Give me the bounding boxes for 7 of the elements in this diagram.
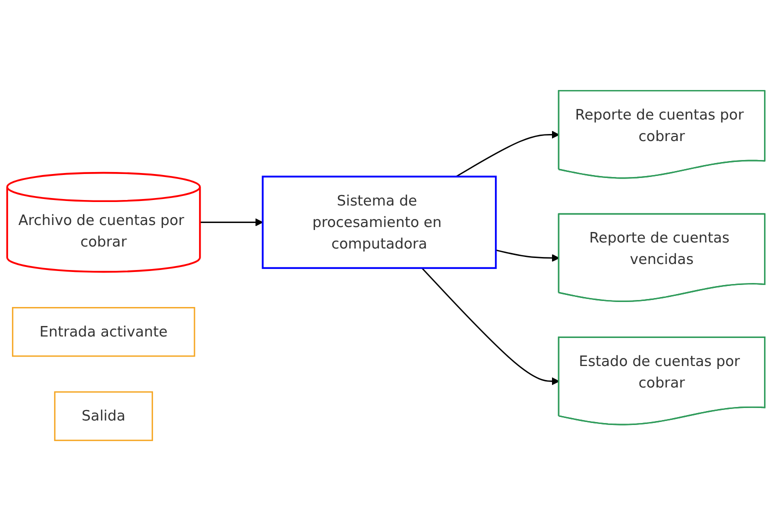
node-box: Entrada activante <box>12 307 196 357</box>
node-box: Sistema de procesamiento en computadora <box>262 176 497 269</box>
node-box: Salida <box>54 391 154 442</box>
arrow <box>421 268 560 386</box>
arrow <box>200 218 264 226</box>
arrow <box>456 130 560 178</box>
arrow <box>496 249 560 262</box>
